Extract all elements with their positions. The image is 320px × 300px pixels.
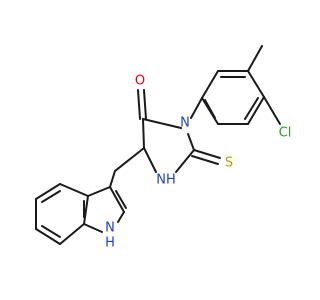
methylene-bond <box>114 147 145 172</box>
bond <box>117 211 125 223</box>
bond <box>187 133 195 151</box>
bond <box>175 149 195 173</box>
bond <box>204 99 216 119</box>
chloro-bond <box>263 96 281 125</box>
methyl-bond <box>247 45 263 72</box>
bond <box>201 70 219 99</box>
atom-sulfur: S <box>225 156 233 171</box>
thione-bond <box>191 155 219 165</box>
atom-indole-nitrogen: N <box>105 221 115 236</box>
bond <box>35 183 61 200</box>
bond <box>109 186 125 213</box>
atom-chlorine: Cl <box>279 126 292 141</box>
bond <box>142 118 182 129</box>
bond <box>247 96 265 125</box>
bond <box>87 186 111 197</box>
bond <box>244 97 259 120</box>
carbonyl-bond <box>137 89 141 120</box>
atom-nitrogen-1: NH <box>156 173 176 188</box>
carbonyl-bond <box>143 89 147 120</box>
indole-system <box>35 183 127 245</box>
imidazolidine-ring <box>142 118 195 173</box>
atom-indole-hydrogen: H <box>105 236 115 251</box>
bond <box>115 190 127 209</box>
bond <box>247 70 265 98</box>
bond <box>143 147 157 173</box>
bond <box>59 223 85 245</box>
bond <box>83 223 103 233</box>
molecule-canvas: O N NH S Cl N H <box>35 45 292 251</box>
atom-oxygen: O <box>135 74 145 89</box>
thione-bond <box>193 149 221 159</box>
bond <box>35 228 61 245</box>
bond <box>83 195 89 225</box>
bond <box>41 190 61 203</box>
aryl-n-bond <box>190 97 203 119</box>
atom-nitrogen-3: N <box>180 116 190 131</box>
bond <box>59 183 89 197</box>
methylene-bond <box>109 170 116 188</box>
structure-diagram: O N NH S Cl N H <box>35 45 292 251</box>
bond <box>41 225 61 238</box>
bond <box>142 118 145 149</box>
aryl-ring <box>201 70 265 125</box>
